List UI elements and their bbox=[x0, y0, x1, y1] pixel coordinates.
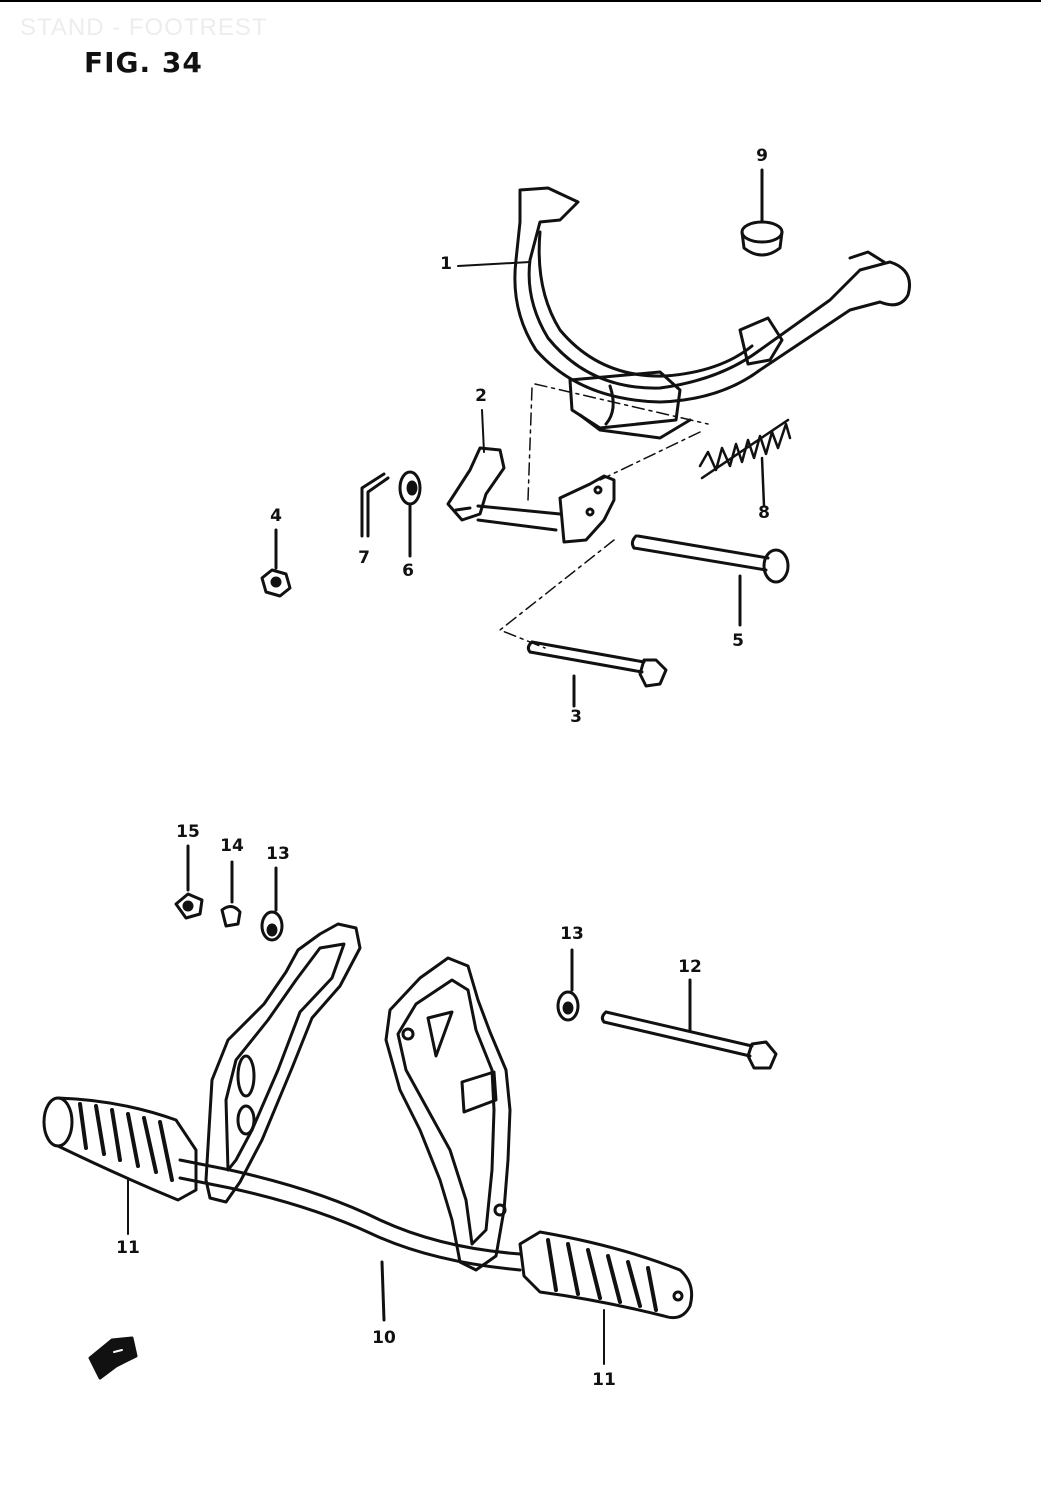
callout-11-right: 11 bbox=[592, 1370, 616, 1390]
callout-13-right: 13 bbox=[560, 924, 584, 944]
callout-3: 3 bbox=[570, 707, 582, 727]
callout-14: 14 bbox=[220, 836, 244, 856]
callout-13-left: 13 bbox=[266, 844, 290, 864]
footpeg-rubber-right-part-11 bbox=[518, 1230, 694, 1365]
footpeg-rubber-left-part-11 bbox=[42, 1096, 198, 1235]
spring-part-8 bbox=[698, 418, 792, 508]
cotter-pin-part-7 bbox=[360, 472, 390, 538]
front-direction-arrow-icon bbox=[88, 1336, 138, 1380]
bracket-part-2 bbox=[446, 446, 616, 544]
nut-part-4 bbox=[260, 528, 292, 598]
section-watermark: STAND - FOOTREST bbox=[20, 14, 268, 41]
callout-6: 6 bbox=[402, 561, 414, 581]
footrest-bracket-right bbox=[384, 956, 512, 1272]
footrest-bar-part-10 bbox=[178, 1158, 522, 1322]
callout-4: 4 bbox=[270, 506, 282, 526]
leader-lines-upper bbox=[457, 261, 531, 453]
callout-15: 15 bbox=[176, 822, 200, 842]
nut-part-13-right bbox=[556, 948, 580, 1022]
pivot-pin-part-5 bbox=[630, 534, 790, 627]
washer-part-6 bbox=[398, 470, 422, 558]
rubber-stopper-part-9 bbox=[740, 168, 784, 257]
top-border-line bbox=[0, 0, 1041, 2]
callout-7: 7 bbox=[358, 548, 370, 568]
assembly-guide-lines bbox=[499, 383, 709, 649]
callout-2: 2 bbox=[475, 386, 487, 406]
bolt-part-3 bbox=[526, 640, 668, 708]
callout-5: 5 bbox=[732, 631, 744, 651]
callout-1: 1 bbox=[440, 254, 452, 274]
callout-8: 8 bbox=[758, 503, 770, 523]
callout-11-left: 11 bbox=[116, 1238, 140, 1258]
hardware-parts-13-14-15 bbox=[174, 844, 284, 942]
figure-label: FIG. 34 bbox=[84, 46, 203, 79]
long-bolt-part-12 bbox=[600, 978, 778, 1070]
callout-10: 10 bbox=[372, 1328, 396, 1348]
footrest-bracket-left bbox=[204, 922, 362, 1204]
callout-12: 12 bbox=[678, 957, 702, 977]
callout-9: 9 bbox=[756, 146, 768, 166]
center-stand-part-1 bbox=[513, 186, 911, 440]
